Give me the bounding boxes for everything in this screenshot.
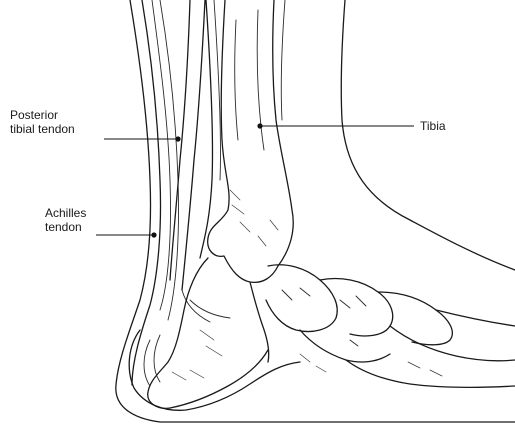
posterior-tibial-tendon-label-line1: Posterior [10,108,75,122]
midfoot-bones [266,265,515,388]
achilles-tendon-label-line2: tendon [45,220,86,234]
talus-bone [148,258,269,408]
tibia-label: Tibia [420,119,446,133]
achilles-tendon-label-line1: Achilles [45,206,86,220]
tibia-label-text: Tibia [420,119,446,133]
posterior-tibial-tendon-label-line2: tibial tendon [10,122,75,136]
leader-posterior-tibial [104,136,181,141]
leader-achilles [96,232,157,237]
achilles-tendon-label: Achilles tendon [45,206,86,234]
posterior-tibial-tendon-label: Posterior tibial tendon [10,108,75,136]
calcaneus-bone [129,330,300,410]
leader-tibia [257,123,414,128]
front-leg-outline [281,0,515,270]
